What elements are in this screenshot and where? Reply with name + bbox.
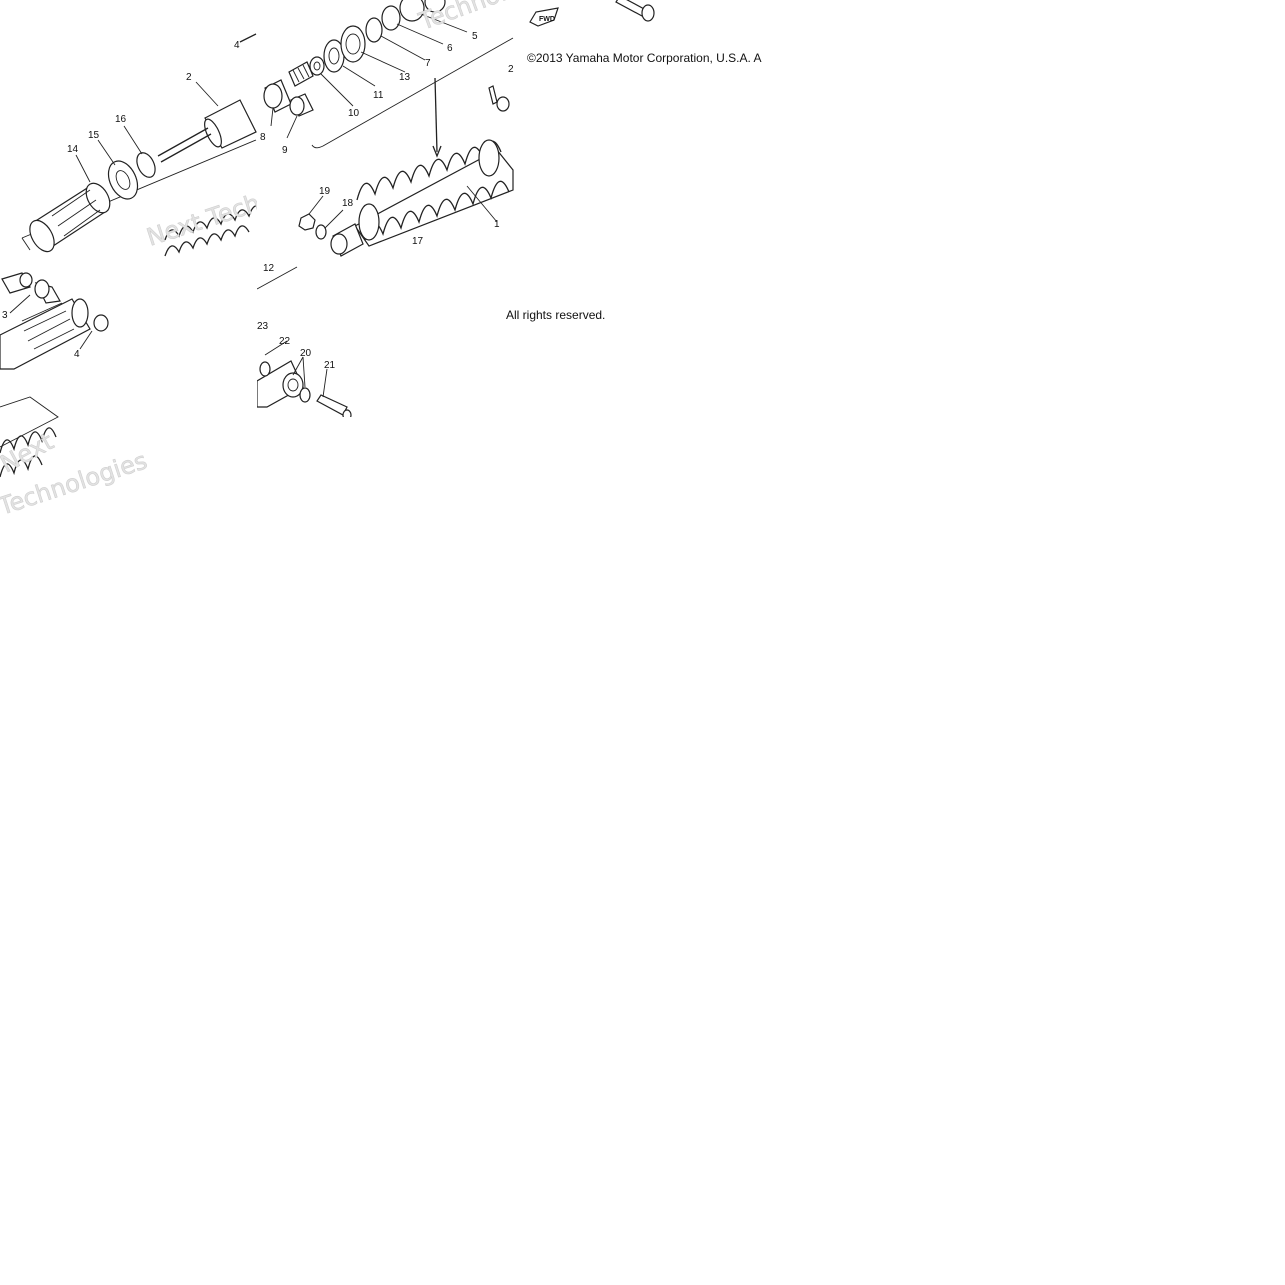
shock-absorber-lower-drawing: 3 4 Next Technologies	[0, 272, 151, 514]
pin-part	[488, 85, 498, 105]
shock-spring-assembly	[354, 139, 514, 247]
shock-absorber-damper-drawing: 4 2 16 15 14 Next Technologies	[21, 33, 257, 257]
callout-label: 8	[260, 132, 266, 143]
nut-part	[309, 56, 325, 76]
callout-label: 6	[447, 43, 453, 54]
nut-part	[298, 213, 316, 231]
callout-label: 1	[494, 219, 500, 230]
cap-part	[424, 0, 446, 13]
collar-part	[289, 93, 314, 117]
circlip-part	[136, 152, 156, 178]
diagram-tile-top-left: 4 2 16 15 14 Next Technologies	[0, 0, 257, 257]
callout-label: 9	[282, 145, 288, 156]
callout-label: 5	[472, 31, 478, 42]
shock-body-part	[0, 298, 91, 370]
spring-seat-part	[29, 182, 111, 253]
callout-label: 17	[412, 236, 424, 247]
callout-label: 4	[74, 349, 80, 360]
coil-spring-fragment	[0, 427, 57, 478]
callout-label: 11	[373, 90, 384, 101]
bushing-part	[263, 79, 292, 113]
callout-label: 23	[257, 321, 269, 332]
rights-notice: All rights reserved.	[506, 308, 606, 322]
callout-label: 22	[279, 336, 291, 347]
watermark-text: Next	[0, 427, 58, 478]
callout-label: 12	[263, 263, 275, 274]
bushing-part	[496, 96, 510, 112]
direction-and-bolt-drawing: FWD	[529, 0, 655, 27]
callout-label: 14	[67, 144, 79, 155]
plate-part	[340, 25, 366, 63]
diagram-tile-bottom-left: 3 4 Next Technologies	[0, 257, 257, 514]
coil-spring-fragment	[164, 205, 257, 257]
callout-label: 2	[508, 64, 514, 75]
callout-label: 13	[399, 72, 411, 83]
shock-absorber-top-drawing: 8 9 10 11 13 7 6 5 19 18 17 1 2 Technolo…	[260, 0, 514, 257]
callout-label: 19	[319, 186, 331, 197]
washer-part	[107, 160, 139, 200]
callout-label: 3	[2, 310, 8, 321]
lower-mount-drawing: 23 22 20 21 12	[257, 263, 352, 417]
mounting-bolt-part	[316, 394, 352, 417]
callout-label: 21	[324, 360, 336, 371]
washer-part	[259, 361, 271, 377]
diagram-tile-top-right: FWD	[514, 0, 771, 40]
diagram-tile-top-middle: 8 9 10 11 13 7 6 5 19 18 17 1 2 Technolo…	[257, 0, 514, 257]
callout-label: 20	[300, 348, 312, 359]
cap-part	[399, 0, 425, 22]
damper-rod-part	[157, 99, 257, 163]
forward-label: FWD	[539, 16, 555, 23]
callout-label: 10	[348, 108, 360, 119]
callout-label: 16	[115, 114, 127, 125]
forward-arrow-icon: FWD	[529, 7, 559, 27]
washer-part	[315, 224, 327, 240]
copyright-notice: ©2013 Yamaha Motor Corporation, U.S.A. A	[527, 51, 762, 65]
diagram-tile-bottom-middle: 23 22 20 21 12	[257, 257, 514, 417]
spacer-part	[365, 17, 383, 43]
bushing-part	[93, 314, 109, 332]
callout-label: 15	[88, 130, 100, 141]
callout-label: 2	[186, 72, 192, 83]
callout-label: 4	[234, 40, 240, 51]
washer-part	[381, 5, 401, 31]
washer-part	[299, 387, 311, 403]
lower-mount-part	[257, 360, 304, 408]
callout-label: 18	[342, 198, 354, 209]
callout-label: 7	[425, 58, 431, 69]
lower-eye-part	[330, 223, 364, 257]
